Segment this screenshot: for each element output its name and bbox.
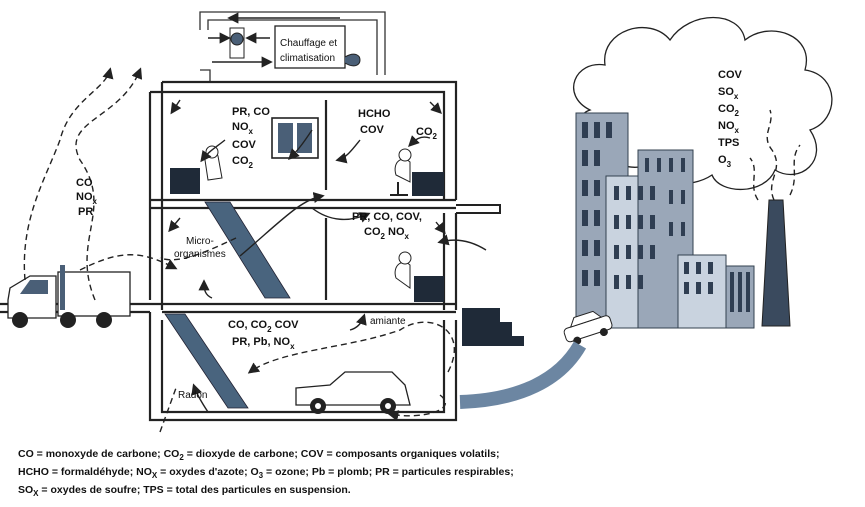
legend-line3-part-1: X — [33, 489, 39, 499]
legend-line1-part-2: = dioxyde de carbone; COV = composants o… — [183, 448, 500, 460]
svg-text:HCHO: HCHO — [358, 108, 391, 120]
svg-text:SOx: SOx — [718, 86, 739, 101]
legend: CO = monoxyde de carbone; CO2 = dioxyde … — [18, 447, 858, 501]
airflow-arrows — [23, 67, 487, 433]
pollution-diagram: Chauffage et climatisation PR, CO NOx CO… — [0, 11, 833, 433]
hvac-label-line2: climatisation — [280, 53, 335, 64]
legend-line1-part-1: 2 — [179, 453, 184, 463]
legend-line2-part-3: 3 — [258, 471, 264, 481]
svg-text:CO2: CO2 — [718, 103, 740, 118]
asbestos-label: amiante — [370, 316, 406, 327]
mid-floor-pollutants: PR, CO, COV, CO2 NOx — [352, 211, 422, 241]
top-floor-right-pollutant: CO2 — [416, 126, 438, 141]
svg-text:O3: O3 — [718, 154, 732, 169]
cloud-pollutants: COV SOx CO2 NOx TPS O3 — [718, 69, 743, 169]
svg-text:TPS: TPS — [718, 137, 739, 149]
microorganisms-label: Micro- organismes — [174, 236, 226, 260]
factory-chimney — [761, 199, 791, 327]
hvac-label-line1: Chauffage et — [280, 38, 337, 49]
svg-text:COV: COV — [360, 124, 385, 136]
street-car-icon — [563, 310, 613, 345]
top-floor-left-pollutants: PR, CO NOx COV CO2 — [232, 106, 270, 170]
svg-text:PR, Pb, NOx: PR, Pb, NOx — [232, 336, 295, 351]
svg-text:Micro-: Micro- — [186, 236, 214, 247]
city-buildings — [459, 17, 833, 409]
legend-line2-part-0: HCHO = formaldéhyde; NO — [18, 466, 152, 479]
hvac-unit — [274, 25, 346, 69]
svg-text:COV: COV — [232, 139, 257, 151]
svg-text:NOx: NOx — [718, 120, 740, 135]
legend-line2-part-1: X — [151, 471, 158, 481]
truck-pollutants: CO NOx PR — [76, 177, 98, 218]
svg-text:PR, CO: PR, CO — [232, 106, 270, 118]
svg-text:NOx: NOx — [76, 191, 98, 206]
svg-text:CO2: CO2 — [232, 155, 254, 170]
svg-text:PR, CO, COV,: PR, CO, COV, — [352, 211, 422, 223]
legend-line3-part-2: = oxydes de soufre; TPS = total des part… — [38, 484, 351, 497]
legend-line1-part-0: CO = monoxyde de carbone; CO — [18, 448, 180, 460]
legend-line-2: HCHO = formaldéhyde; NOX = oxydes d'azot… — [18, 465, 858, 483]
svg-text:NOx: NOx — [232, 121, 254, 136]
svg-text:COV: COV — [718, 69, 743, 81]
legend-line3-part-0: SO — [18, 484, 34, 497]
legend-line2-part-4: = ozone; Pb = plomb; PR = particules res… — [263, 466, 514, 479]
garage-car-icon — [295, 371, 411, 414]
svg-text:organismes: organismes — [174, 249, 226, 260]
legend-line-1: CO = monoxyde de carbone; CO2 = dioxyde … — [18, 447, 858, 465]
radon-label: Radon — [178, 390, 207, 401]
top-floor-mid-pollutants: HCHO COV — [358, 108, 391, 136]
truck-icon — [7, 265, 131, 328]
svg-text:CO, CO2 COV: CO, CO2 COV — [228, 319, 299, 334]
svg-text:PR: PR — [78, 206, 93, 218]
house — [0, 11, 524, 422]
svg-text:CO2 NOx: CO2 NOx — [364, 226, 410, 241]
legend-line2-part-2: = oxydes d'azote; O — [157, 466, 259, 479]
ground-floor-pollutants: CO, CO2 COV PR, Pb, NOx — [228, 319, 299, 351]
svg-text:CO: CO — [76, 177, 93, 189]
legend-line-3: SOX = oxydes de soufre; TPS = total des … — [18, 483, 858, 501]
